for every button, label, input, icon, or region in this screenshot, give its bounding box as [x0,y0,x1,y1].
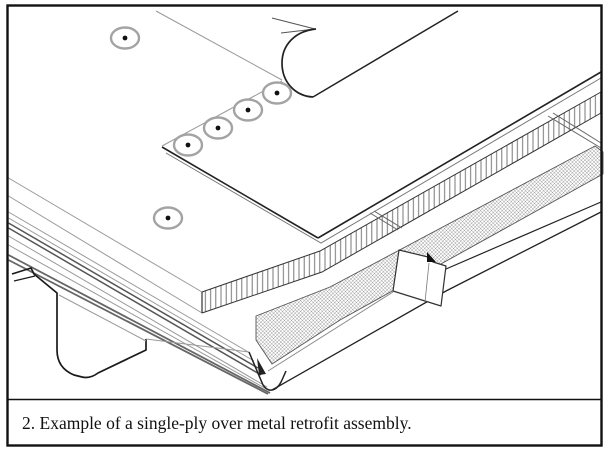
eave-rib-seam-mark [257,358,266,375]
figure-frame [6,4,603,447]
roll-edge-line [312,10,459,98]
fastener-group [109,26,293,230]
rib-seam-cap [427,252,436,262]
fastener [152,206,184,230]
membrane-curl [281,28,317,98]
metal-panel-middle-rib [392,249,447,307]
figure-caption: 2. Example of a single-ply over metal re… [22,413,412,433]
fastener [261,81,293,105]
cut-face-layer-lines [8,177,271,395]
fastener [109,26,141,50]
metal-panel-left-rib [11,267,250,379]
board-joint [369,112,602,231]
insulation-board-cut-edge [201,91,602,314]
membrane-roll [271,10,459,98]
eave-notch [248,351,287,391]
fastener [172,133,204,157]
eave-fascia [267,201,602,391]
fastener [202,116,234,140]
fastener [232,98,264,122]
